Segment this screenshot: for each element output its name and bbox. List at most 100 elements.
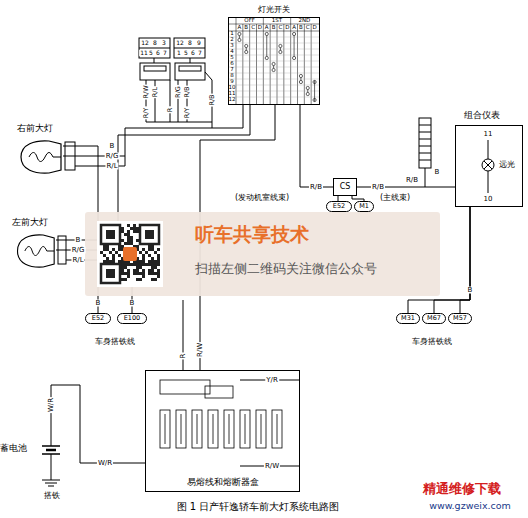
wire-label: (发动机室线束) [234, 194, 290, 202]
pin-number: 7 [197, 50, 203, 56]
pin-number: 5 [183, 50, 189, 56]
wire-label: R/L [71, 257, 84, 264]
wire-label: 车身搭铁线 [94, 338, 136, 346]
figure-caption: 图 1 日产轩逸轿车前大灯系统电路图 [177, 502, 340, 512]
wire-label: B [434, 169, 441, 176]
ground-terminal: M57 [448, 313, 472, 324]
pin-number: 8 [152, 40, 158, 46]
ground-terminal: E52 [326, 201, 352, 212]
wire-color-label: R/B [371, 184, 385, 191]
watermark: 精通维修下载 [422, 482, 502, 495]
table-cell: C [277, 25, 283, 31]
table-header: OFF [243, 18, 256, 24]
watermark-banner: 听车共享技术扫描左侧二维码关注微信公众号 [85, 212, 440, 296]
wire-label: R/B [184, 85, 191, 98]
instrument-cluster: 组合仪表 [455, 125, 523, 207]
node-text: M31 [401, 315, 415, 322]
wire-label: 车身搭铁线 [411, 338, 453, 346]
wire-label: 远光 [498, 161, 516, 169]
wire-label: R/B [405, 177, 419, 184]
node-text: E52 [333, 203, 345, 210]
node-text: 灯光开关 [258, 6, 290, 15]
node-text: M67 [427, 315, 441, 322]
table-header: 1ST [271, 18, 283, 24]
row-number: 6 [229, 61, 235, 67]
table-header: 2ND [297, 18, 311, 24]
node-text: 听车共享技术 [195, 224, 309, 245]
wire-label: R/G [71, 247, 86, 254]
table-cell: A [291, 25, 297, 31]
row-number: 2 [229, 37, 235, 43]
wire-label: 搭铁 [43, 492, 61, 500]
watermark: www.gzweix.com [428, 501, 512, 511]
wire-label: 11 [483, 131, 494, 138]
node-text: 左前大灯 [12, 218, 48, 228]
pin-number: 7 [162, 50, 168, 56]
wire-label: R/L [105, 163, 118, 170]
table-cell: A [237, 25, 243, 31]
wire [300, 105, 333, 187]
ground-terminal: M67 [422, 313, 446, 324]
row-number: 3 [229, 43, 235, 49]
node-text: 易熔线和熔断器盒 [187, 478, 259, 488]
node-text: E100 [124, 315, 141, 322]
wire-label: 10 [483, 196, 494, 203]
connector-body [175, 63, 205, 80]
table-cell: D [311, 25, 317, 31]
node-text: 扫描左侧二维码关注微信公众号 [195, 262, 377, 276]
pin-number: 11 [139, 50, 149, 56]
table-cell: B [298, 25, 304, 31]
node-text: CS [340, 183, 351, 192]
wire [63, 105, 243, 156]
wire-label: B [75, 237, 82, 244]
connector-pin-block [174, 38, 205, 58]
wire-label: B [95, 300, 102, 307]
wire-label: B [467, 287, 474, 294]
battery-symbol [40, 440, 62, 460]
wire-label: R/W [264, 463, 280, 470]
ground-terminal: M31 [396, 313, 420, 324]
wire-label: B [129, 300, 136, 307]
table-cell: B [243, 25, 249, 31]
row-number: 1 [229, 31, 235, 37]
wire-label: R/Y [184, 107, 191, 120]
node-text: 组合仪表 [464, 111, 500, 121]
table-cell: C [305, 25, 311, 31]
connector-body [140, 63, 170, 80]
headlamp: 左前大灯 [12, 232, 56, 270]
pin-number: 6 [190, 50, 196, 56]
table-cell: B [271, 25, 277, 31]
wire-label: R/W [197, 342, 204, 358]
node-text: M57 [453, 315, 467, 322]
headlamp-outline [12, 232, 56, 270]
pin-number: 9 [196, 40, 202, 46]
ground-terminal: M1 [354, 201, 374, 212]
wire-label: B [109, 143, 116, 150]
wire-color-label: R/B [309, 184, 323, 191]
wire-label: R/Y [143, 107, 150, 120]
row-number: 9 [229, 79, 235, 85]
row-number: 7 [229, 67, 235, 73]
wire-label: (主线束) [379, 194, 411, 202]
row-number: 5 [229, 55, 235, 61]
ground-terminal: E100 [117, 313, 147, 324]
wire-label: R/G [175, 85, 182, 99]
wire-label: R [167, 107, 174, 114]
connector-pin-block [139, 38, 170, 58]
ground-terminal: E52 [85, 313, 111, 324]
table-cell: A [264, 25, 270, 31]
meter-connector [419, 118, 431, 168]
node-text: 蓄电池 [0, 444, 27, 454]
wire-label: R/L [152, 86, 159, 98]
light-switch-table: 灯光开关 [228, 17, 320, 105]
node-text: M1 [359, 203, 369, 210]
wire-label: R/W [143, 84, 150, 99]
pin-number: 1 [176, 50, 182, 56]
pin-number: 8 [187, 40, 193, 46]
pin-number: 3 [161, 40, 167, 46]
indicator-lamp [482, 159, 494, 171]
row-number: 8 [229, 73, 235, 79]
table-cell: D [284, 25, 290, 31]
connector-box: CS [333, 178, 357, 196]
headlamp: 右前大灯 [15, 138, 63, 176]
